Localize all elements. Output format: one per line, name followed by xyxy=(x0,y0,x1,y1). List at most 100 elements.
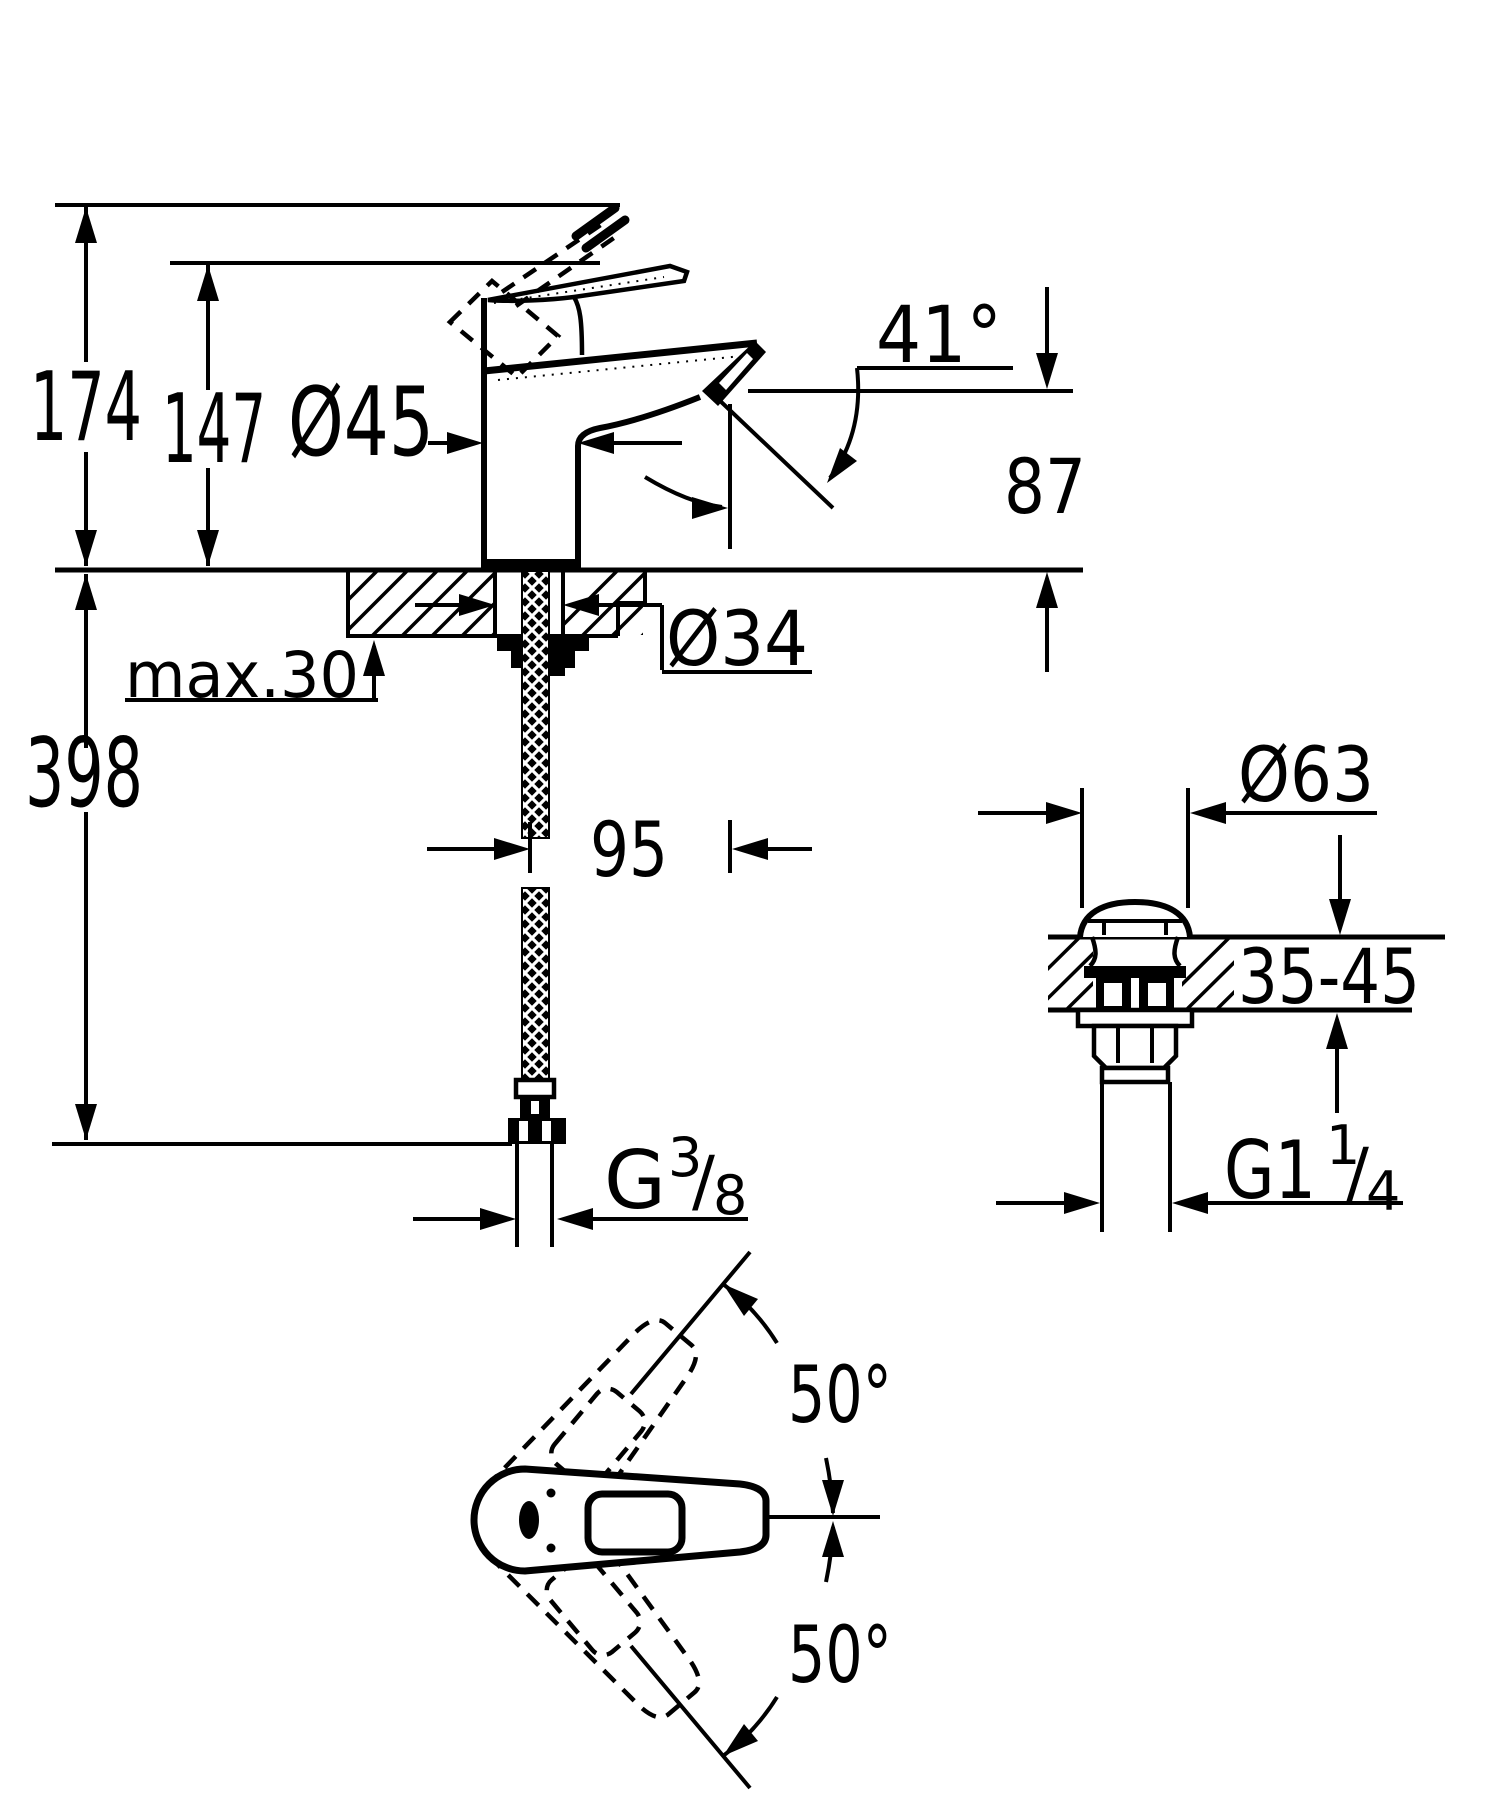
arrow-up-icon xyxy=(75,574,97,610)
handle-open-tip xyxy=(571,203,630,253)
dim-hose-length-398: 398 xyxy=(25,574,512,1146)
arrow-up-icon xyxy=(1326,1013,1348,1049)
handle-neck-curve xyxy=(572,295,585,356)
arrow-left-icon xyxy=(557,1208,593,1230)
dim-label-147: 147 xyxy=(162,375,266,485)
arrow-right-icon xyxy=(480,1208,516,1230)
braided-hose-lower xyxy=(521,887,550,1081)
top-view-handle: 50° 50° xyxy=(453,1250,892,1790)
dim-label-50-upper: 50° xyxy=(788,1351,892,1441)
arrow-down-icon xyxy=(75,530,97,566)
dim-label-d45: Ø45 xyxy=(288,368,434,478)
hose-nut xyxy=(508,1118,566,1144)
hose-fitting-slot xyxy=(531,1101,539,1114)
waste-neck xyxy=(1088,936,1182,968)
arrow-right-icon xyxy=(459,594,495,616)
thread-label-8: 8 xyxy=(713,1164,747,1227)
waste-tailpipe xyxy=(1100,1082,1172,1232)
arrow-right-icon xyxy=(494,838,530,860)
hose-nut-facet-left xyxy=(519,1121,528,1141)
dim-3545-lines xyxy=(1335,835,1342,1113)
faucet-spout-underside xyxy=(575,394,702,447)
waste-collar-lower xyxy=(1099,1065,1171,1085)
thread-label-3: 3 xyxy=(668,1126,702,1189)
handle-dot-lower xyxy=(546,1543,556,1553)
dim-label-87: 87 xyxy=(1004,442,1086,531)
hose-ferrule xyxy=(513,1077,557,1100)
dim-deck-range-3545: 35-45 xyxy=(1238,835,1420,1113)
arrow-left-icon xyxy=(578,432,614,454)
waste-hatch-left xyxy=(1048,939,1093,1008)
hose-nut-facet-right xyxy=(542,1121,551,1141)
arrow-right-icon xyxy=(692,497,728,519)
dim-hole-diameter-34: Ø34 xyxy=(415,594,812,683)
arrow-right-icon xyxy=(1046,802,1082,824)
dim-waste-thread-g114: G1 1 / 4 xyxy=(996,1114,1403,1223)
arrow-up-icon xyxy=(1036,572,1058,608)
arrow-down-icon xyxy=(1329,899,1351,935)
waste-collar xyxy=(1084,966,1186,978)
threaded-shank-walls xyxy=(493,571,565,636)
aerator-slot xyxy=(719,353,753,390)
angle-spout-41: 41° xyxy=(643,291,1073,549)
dim-spout-reach-95: 95 xyxy=(427,805,812,894)
arrow-arc-icon xyxy=(723,1724,758,1756)
arrow-arc-icon xyxy=(827,448,857,483)
swivel-direction-lines xyxy=(629,1250,752,1790)
dim-95-lines xyxy=(427,820,812,873)
front-view-faucet xyxy=(446,203,766,571)
dim-label-3545: 35-45 xyxy=(1238,932,1420,1021)
arrow-down-icon xyxy=(1036,353,1058,389)
braided-hose-upper xyxy=(521,570,550,839)
dim-handle-height-147: 147 xyxy=(162,261,600,566)
waste-body-divider xyxy=(1131,978,1139,1010)
handle-highlight-line xyxy=(493,276,665,304)
handle-lever-closed xyxy=(487,263,690,304)
waste-body-slot-left xyxy=(1104,983,1122,1006)
arrow-left-icon xyxy=(1172,1192,1208,1214)
arrow-up-icon xyxy=(75,207,97,243)
swivel-arc xyxy=(643,475,723,509)
handle-top-view-solid xyxy=(474,1469,766,1571)
arrow-right-icon xyxy=(1064,1192,1100,1214)
arrow-down-icon xyxy=(75,1104,97,1140)
thread-label-slash: / xyxy=(692,1142,715,1221)
mounting-nut-step xyxy=(545,668,565,676)
dim-flange-diameter-63: Ø63 xyxy=(978,730,1377,908)
dim-label-95: 95 xyxy=(590,805,668,894)
arrow-up-icon xyxy=(197,265,219,301)
arrow-up-icon xyxy=(822,1521,844,1557)
angle-41-lines xyxy=(714,366,1073,549)
handle-open-lever-dashed xyxy=(500,218,623,308)
waste-hex-nut xyxy=(1091,1023,1179,1071)
dim-spout-height-87: 87 xyxy=(1004,287,1086,672)
waste-flange xyxy=(1075,1007,1195,1029)
dim-label-50-lower: 50° xyxy=(788,1611,892,1701)
arrow-arc-icon xyxy=(723,1284,758,1316)
dim-label-174: 174 xyxy=(30,353,142,463)
waste-cap-chord xyxy=(1088,919,1182,935)
thread-label-g1: G1 xyxy=(1224,1124,1316,1217)
waste-nut-facets xyxy=(1116,1026,1154,1063)
arrow-left-icon xyxy=(563,594,599,616)
arrow-down-icon xyxy=(197,530,219,566)
waste-hatch-right xyxy=(1182,939,1234,1008)
dim-hose-thread-g38: G 3 / 8 xyxy=(413,1126,748,1230)
handle-logo-mark xyxy=(519,1501,539,1539)
arrow-right-icon xyxy=(447,432,483,454)
arrow-left-icon xyxy=(1190,802,1226,824)
handle-open-cartridge-dashed xyxy=(446,277,562,381)
dim-d34-lines xyxy=(415,603,812,674)
dim-label-41deg: 41° xyxy=(876,291,1002,381)
faucet-body-silhouette xyxy=(484,341,757,570)
front-view-hose xyxy=(508,570,566,1247)
arrow-up-icon xyxy=(363,640,385,676)
thread-label-1: 1 xyxy=(1326,1114,1360,1177)
thread-label-g: G xyxy=(604,1134,666,1227)
thread-label-slash: / xyxy=(1346,1134,1369,1213)
dim-label-d63: Ø63 xyxy=(1238,730,1374,819)
dim-body-diameter-45: Ø45 xyxy=(288,368,682,478)
dim-d63-lines xyxy=(978,788,1377,908)
